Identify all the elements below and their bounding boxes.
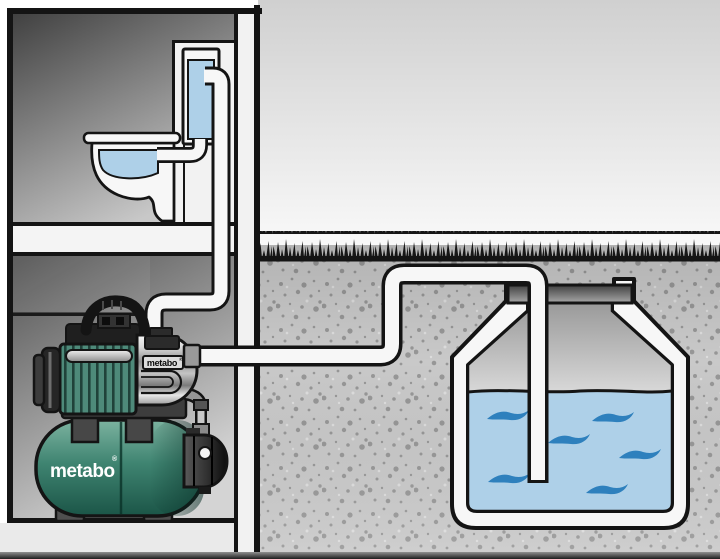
floor-slab-top-line <box>13 222 238 226</box>
suction-pipe-fill <box>196 267 545 480</box>
pump-head: metabo ® <box>135 327 202 407</box>
pressure-switch <box>182 428 229 494</box>
discharge-pipe-fill <box>147 69 228 340</box>
head-channel-outer <box>141 369 183 395</box>
terminal-vent-2 <box>116 317 124 325</box>
metabo-tank-logo: metabo <box>50 461 115 482</box>
exterior-wall-outer-line <box>254 5 260 553</box>
basement-floor-body <box>0 523 254 556</box>
pump-registered-mark: ® <box>179 356 183 362</box>
switch-pipe-fitting <box>193 399 209 411</box>
grass <box>258 231 720 257</box>
house-left-wall-line <box>7 8 13 523</box>
suction-pipe <box>196 263 549 483</box>
floor-slab-body <box>13 226 238 252</box>
terminal-vent-1 <box>102 317 110 325</box>
cistern-water-body <box>468 391 672 511</box>
flush-pipe <box>157 137 208 163</box>
pump-label-plate <box>142 355 184 370</box>
canister-stub <box>199 487 211 494</box>
exterior-wall-inner-line <box>234 14 238 553</box>
head-channel-inner <box>141 376 174 388</box>
exterior-wall-body <box>238 14 254 553</box>
flush-pipe-fill <box>157 139 206 161</box>
metabo-pump-logo: metabo <box>147 358 178 368</box>
exterior-wall <box>234 5 260 553</box>
cistern-lid <box>506 283 634 305</box>
ground-surface-line <box>254 256 720 262</box>
toilet-seat-lid <box>82 131 182 145</box>
canister-tab <box>186 428 200 437</box>
registered-mark: ® <box>112 455 118 463</box>
handle-grip-ticks <box>102 300 122 310</box>
floor-slab <box>13 222 238 256</box>
basement-floor-line <box>10 518 240 523</box>
basement-floor <box>0 518 254 556</box>
cistern-inner-outline <box>466 284 674 513</box>
canister-dial <box>198 446 212 460</box>
discharge-pipe <box>144 66 231 340</box>
suction-flange <box>182 343 202 369</box>
mount-bracket-left <box>70 414 100 444</box>
basement-wall-ledge-line <box>13 312 150 316</box>
canister-body <box>182 433 229 489</box>
motor-end-cap-outer <box>32 353 46 407</box>
toilet-bowl-water <box>97 149 159 180</box>
toilet <box>82 131 182 223</box>
bottom-shadow-edge <box>0 552 720 559</box>
head-top-flange <box>144 335 180 350</box>
house-roof-line <box>7 8 262 14</box>
water-surface-line <box>467 389 673 394</box>
pressure-tank: metabo ® <box>34 418 206 518</box>
pump-unit: metabo ® <box>32 295 229 523</box>
underground-cistern <box>450 277 690 530</box>
floor-slab-bottom-line <box>13 252 238 256</box>
handle-arc <box>80 295 152 347</box>
pump-handle <box>80 295 152 347</box>
grass-blades <box>258 231 720 257</box>
motor-shaft-bar <box>65 349 133 363</box>
sky <box>258 0 720 257</box>
mount-bracket-right <box>124 414 154 444</box>
